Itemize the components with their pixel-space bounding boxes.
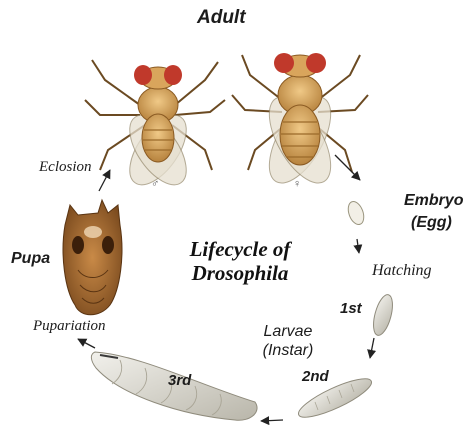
embryo-label: Embryo [404,192,464,210]
first-instar-larva-illustration [370,293,396,338]
pupa-label: Pupa [11,250,50,268]
larvae-instar-label: Larvae (Instar) [253,322,323,360]
arrow-pupa-to-eclosion [99,170,110,191]
arrow-second-to-third [261,420,283,421]
title-line-2: Drosophila [170,261,310,285]
female-fly-illustration [232,53,368,193]
eclosion-label: Eclosion [39,159,92,176]
larvae-label: Larvae [253,322,323,341]
female-symbol: ♀ [293,178,301,190]
egg-illustration [345,199,366,226]
instar-label: (Instar) [253,341,323,360]
hatching-label: Hatching [372,262,432,280]
adult-label: Adult [197,7,246,29]
diagram-title: Lifecycle of Drosophila [170,237,310,285]
pupariation-label: Pupariation [33,318,106,335]
pupa-illustration [63,200,122,315]
egg-label: (Egg) [411,214,452,232]
first-instar-label: 1st [340,300,362,317]
second-instar-label: 2nd [302,368,329,385]
third-instar-label: 3rd [168,372,191,389]
arrow-egg-to-hatching [357,239,359,253]
male-symbol: ♂ [151,178,159,190]
title-line-1: Lifecycle of [170,237,310,261]
arrow-third-to-pupariation [78,339,95,348]
arrow-first-to-second [370,338,374,358]
male-fly-illustration [85,60,225,194]
